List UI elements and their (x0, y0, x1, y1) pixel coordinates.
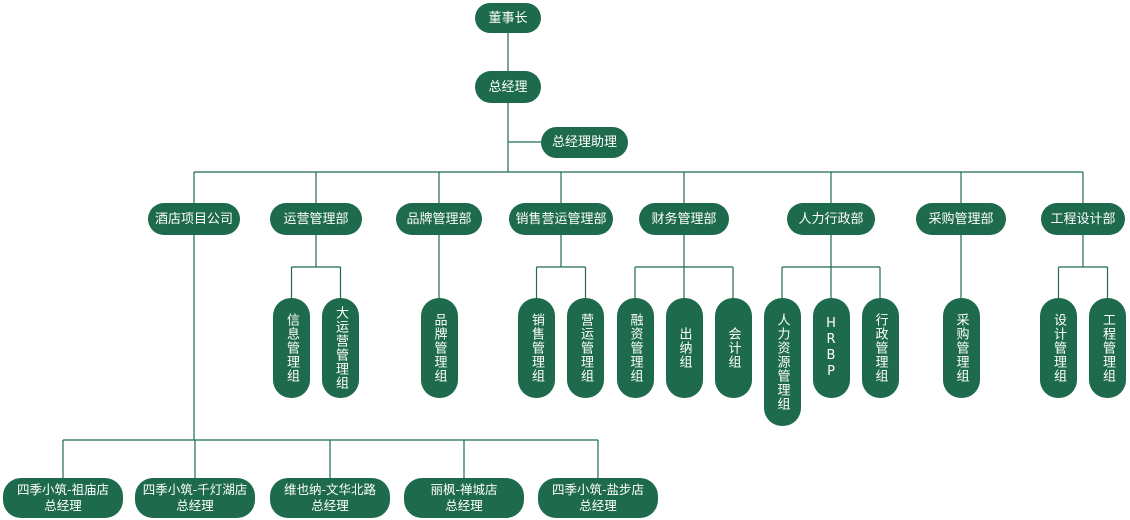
sub-team-1-1: 大运营管理组 (322, 298, 359, 398)
sub-team-5-2: 行政管理组 (861, 298, 899, 398)
dept-0: 酒店项目公司 (148, 203, 240, 235)
node-gm-assistant: 总经理助理 (541, 127, 628, 158)
dept-3: 销售营运管理部 (509, 203, 613, 235)
sub-team-3-0: 销售管理组 (518, 298, 555, 398)
hotel-gm-2: 维也纳-文华北路 总经理 (270, 478, 390, 518)
dept-5: 人力行政部 (787, 203, 875, 235)
dept-4: 财务管理部 (639, 203, 729, 235)
dept-1: 运营管理部 (270, 203, 362, 235)
sub-team-7-0: 设计管理组 (1040, 298, 1077, 398)
node-general-manager: 总经理 (475, 71, 541, 103)
sub-team-4-2: 会计组 (714, 298, 752, 398)
sub-team-2-0: 品牌管理组 (420, 298, 458, 398)
sub-team-3-1: 营运管理组 (567, 298, 604, 398)
sub-team-5-0: 人力资源管理组 (763, 298, 801, 426)
hotel-gm-3: 丽枫-禅城店 总经理 (404, 478, 524, 518)
dept-2: 品牌管理部 (396, 203, 482, 235)
dept-7: 工程设计部 (1041, 203, 1125, 235)
hotel-gm-1: 四季小筑-千灯湖店 总经理 (135, 478, 255, 518)
sub-team-7-1: 工程管理组 (1089, 298, 1126, 398)
sub-team-4-1: 出纳组 (665, 298, 703, 398)
hotel-gm-0: 四季小筑-祖庙店 总经理 (3, 478, 123, 518)
sub-team-1-0: 信息管理组 (273, 298, 310, 398)
node-chairman: 董事长 (475, 3, 541, 33)
sub-team-6-0: 采购管理组 (942, 298, 980, 398)
sub-team-4-0: 融资管理组 (616, 298, 654, 398)
hotel-gm-4: 四季小筑-盐步店 总经理 (538, 478, 658, 518)
sub-team-5-1: HRBP (812, 298, 850, 398)
dept-6: 采购管理部 (916, 203, 1006, 235)
